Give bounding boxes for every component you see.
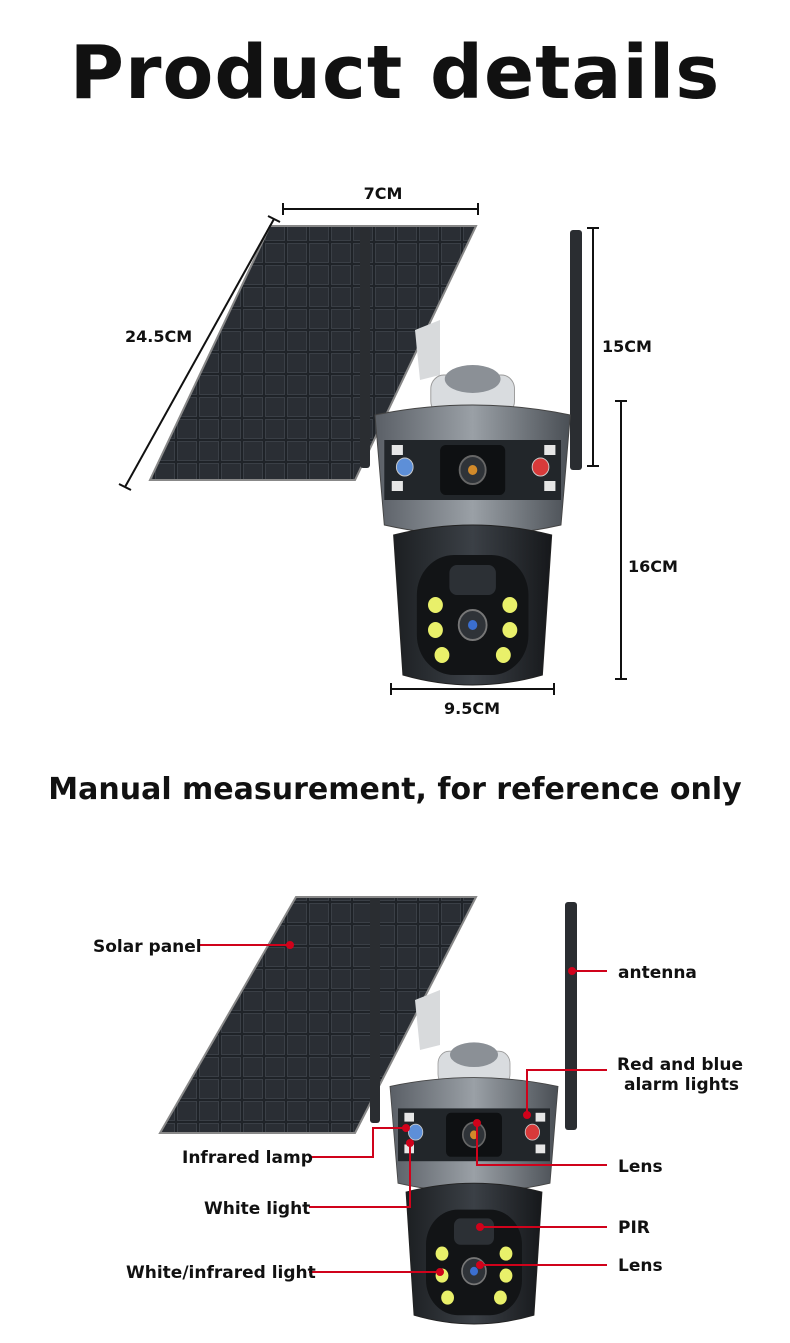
leader-lens-top — [473, 1119, 607, 1166]
leader-infrared-lamp — [309, 1124, 410, 1158]
solar-panel-top — [148, 225, 478, 481]
callout-alarm-lights-line2: alarm lights — [624, 1075, 739, 1095]
camera-bottom — [389, 1041, 559, 1325]
dimension-antenna-height: 15CM — [602, 337, 652, 356]
dimension-camera-width: 9.5CM — [444, 699, 500, 718]
leader-antenna — [568, 967, 607, 975]
callout-white-light: White light — [204, 1199, 310, 1219]
leader-alarm-lights — [523, 1069, 607, 1119]
antenna-left-bottom — [370, 898, 380, 1123]
dimension-camera-height: 16CM — [628, 557, 678, 576]
antenna-right-top — [570, 230, 582, 470]
dimension-line-panel-width — [282, 203, 479, 215]
dimension-panel-width: 7CM — [364, 184, 403, 203]
leader-white-infrared-light — [309, 1268, 444, 1276]
page-title: Product details — [69, 30, 721, 116]
callout-pir: PIR — [618, 1218, 650, 1238]
callout-alarm-lights-line1: Red and blue — [617, 1055, 743, 1075]
antenna-left-top — [360, 228, 370, 468]
callout-solar-panel: Solar panel — [93, 937, 202, 957]
dimension-panel-length: 24.5CM — [125, 327, 192, 346]
leader-pir — [476, 1223, 607, 1231]
dimension-line-antenna-height — [587, 227, 599, 467]
leader-solar-panel — [198, 941, 294, 949]
callout-white-infrared-light: White/infrared light — [126, 1263, 316, 1283]
callout-infrared-lamp: Infrared lamp — [182, 1148, 313, 1168]
camera-top — [374, 364, 572, 686]
leader-lens-bottom — [476, 1261, 607, 1269]
leader-white-light — [309, 1139, 414, 1208]
dimension-line-panel-length — [118, 215, 281, 491]
antenna-right-bottom — [565, 902, 577, 1130]
dimension-line-camera-height — [615, 400, 627, 680]
callout-lens-bottom: Lens — [618, 1256, 663, 1276]
callout-lens-top: Lens — [618, 1157, 663, 1177]
callout-antenna: antenna — [618, 963, 697, 983]
reference-note: Manual measurement, for reference only — [48, 772, 742, 807]
solar-panel-bottom — [158, 896, 478, 1134]
dimension-line-camera-width — [390, 683, 555, 695]
